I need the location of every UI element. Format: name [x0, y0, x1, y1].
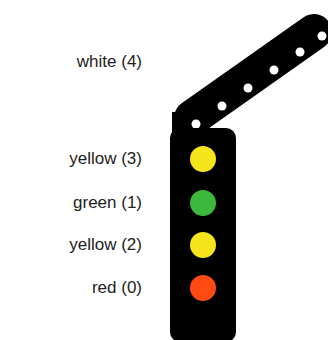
lamp-label: white (4) — [77, 52, 142, 72]
yellow-lamp — [190, 146, 216, 172]
signal-body — [170, 128, 236, 340]
red-lamp — [190, 275, 216, 301]
green-lamp — [190, 190, 216, 216]
lamp-label: red (0) — [92, 278, 142, 298]
yellow-lamp — [190, 232, 216, 258]
signal-arm — [172, 32, 327, 143]
lamp-label: yellow (2) — [69, 235, 142, 255]
lamp-label: green (1) — [73, 193, 142, 213]
lamp-label: yellow (3) — [69, 149, 142, 169]
